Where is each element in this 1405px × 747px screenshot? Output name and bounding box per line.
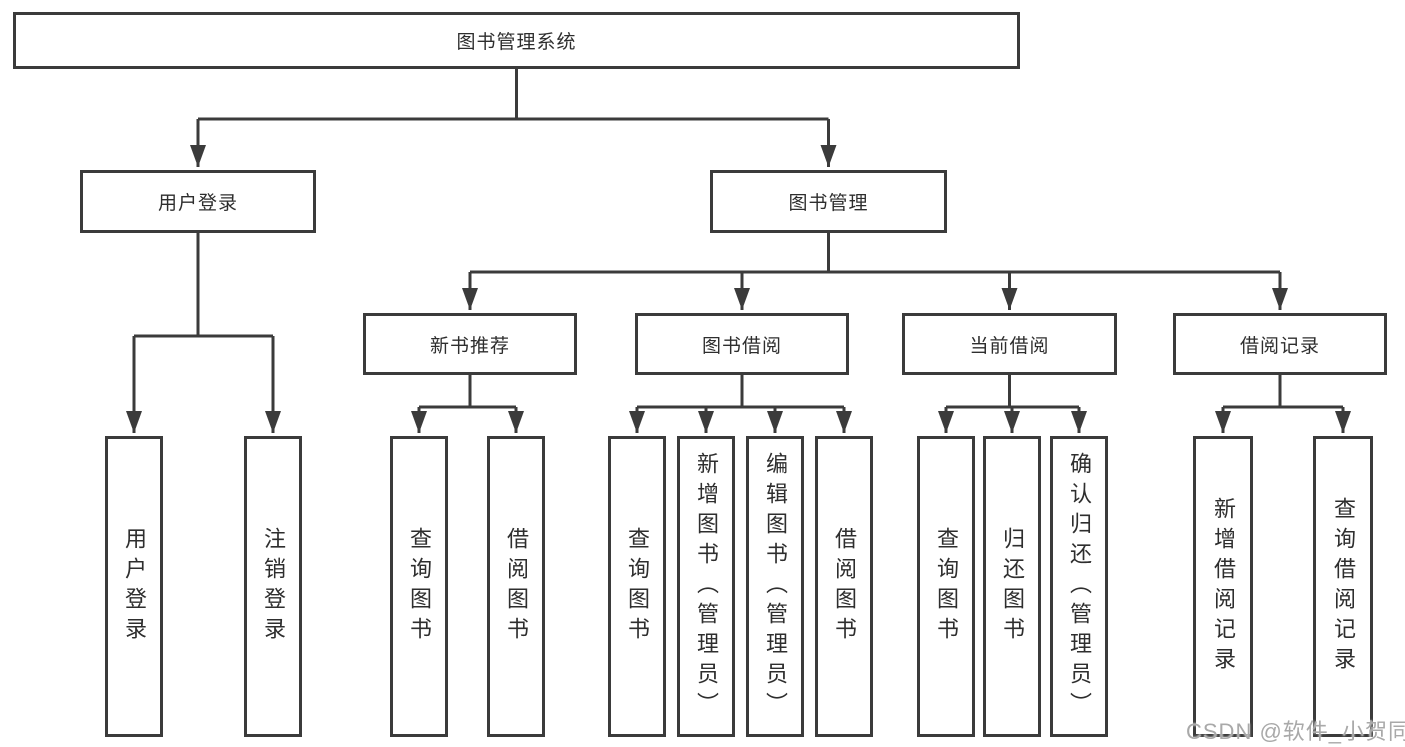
connector-user-login-children	[126, 233, 281, 433]
connector-root-to-level2	[190, 69, 837, 167]
leaf-label: 注销登录	[261, 526, 286, 647]
csdn-watermark: CSDN @软件_小贺同学	[1186, 719, 1405, 744]
leaf-return-book: 归还图书	[983, 436, 1041, 737]
leaf-label: 确认归还（管理员）	[1067, 451, 1092, 722]
connector-current-borrow-children	[938, 375, 1087, 433]
connector-borrow-record-children	[1215, 375, 1351, 433]
leaf-label: 查询图书	[934, 526, 959, 647]
leaf-query-borrow-record: 查询借阅记录	[1313, 436, 1373, 737]
leaf-confirm-return-admin: 确认归还（管理员）	[1050, 436, 1108, 737]
leaf-label: 新增借阅记录	[1211, 496, 1236, 677]
leaf-label: 用户登录	[122, 526, 147, 647]
node-user-login: 用户登录	[80, 170, 316, 233]
leaf-label: 新增图书（管理员）	[694, 451, 719, 722]
node-borrowing-records: 借阅记录	[1173, 313, 1387, 375]
node-new-book-recommend: 新书推荐	[363, 313, 577, 375]
leaf-borrow-books-recommend: 借阅图书	[487, 436, 545, 737]
leaf-query-books-current: 查询图书	[917, 436, 975, 737]
leaf-logout: 注销登录	[244, 436, 302, 737]
leaf-label: 查询图书	[407, 526, 432, 647]
leaf-edit-book-admin: 编辑图书（管理员）	[746, 436, 804, 737]
leaf-query-books-borrow: 查询图书	[608, 436, 666, 737]
leaf-add-book-admin: 新增图书（管理员）	[677, 436, 735, 737]
leaf-label: 查询借阅记录	[1331, 496, 1356, 677]
leaf-add-borrow-record: 新增借阅记录	[1193, 436, 1253, 737]
leaf-query-books-recommend: 查询图书	[390, 436, 448, 737]
node-current-borrowing: 当前借阅	[902, 313, 1117, 375]
leaf-borrow-books: 借阅图书	[815, 436, 873, 737]
node-book-borrowing: 图书借阅	[635, 313, 849, 375]
leaf-label: 查询图书	[625, 526, 650, 647]
leaf-user-login: 用户登录	[105, 436, 163, 737]
leaf-label: 借阅图书	[832, 526, 857, 647]
connector-new-book-children	[411, 375, 524, 433]
leaf-label: 编辑图书（管理员）	[763, 451, 788, 722]
connector-book-borrow-children	[629, 375, 852, 433]
node-root-library-system: 图书管理系统	[13, 12, 1020, 69]
leaf-label: 归还图书	[1000, 526, 1025, 647]
node-book-management: 图书管理	[710, 170, 947, 233]
leaf-label: 借阅图书	[504, 526, 529, 647]
connector-book-mgmt-children	[462, 233, 1288, 310]
